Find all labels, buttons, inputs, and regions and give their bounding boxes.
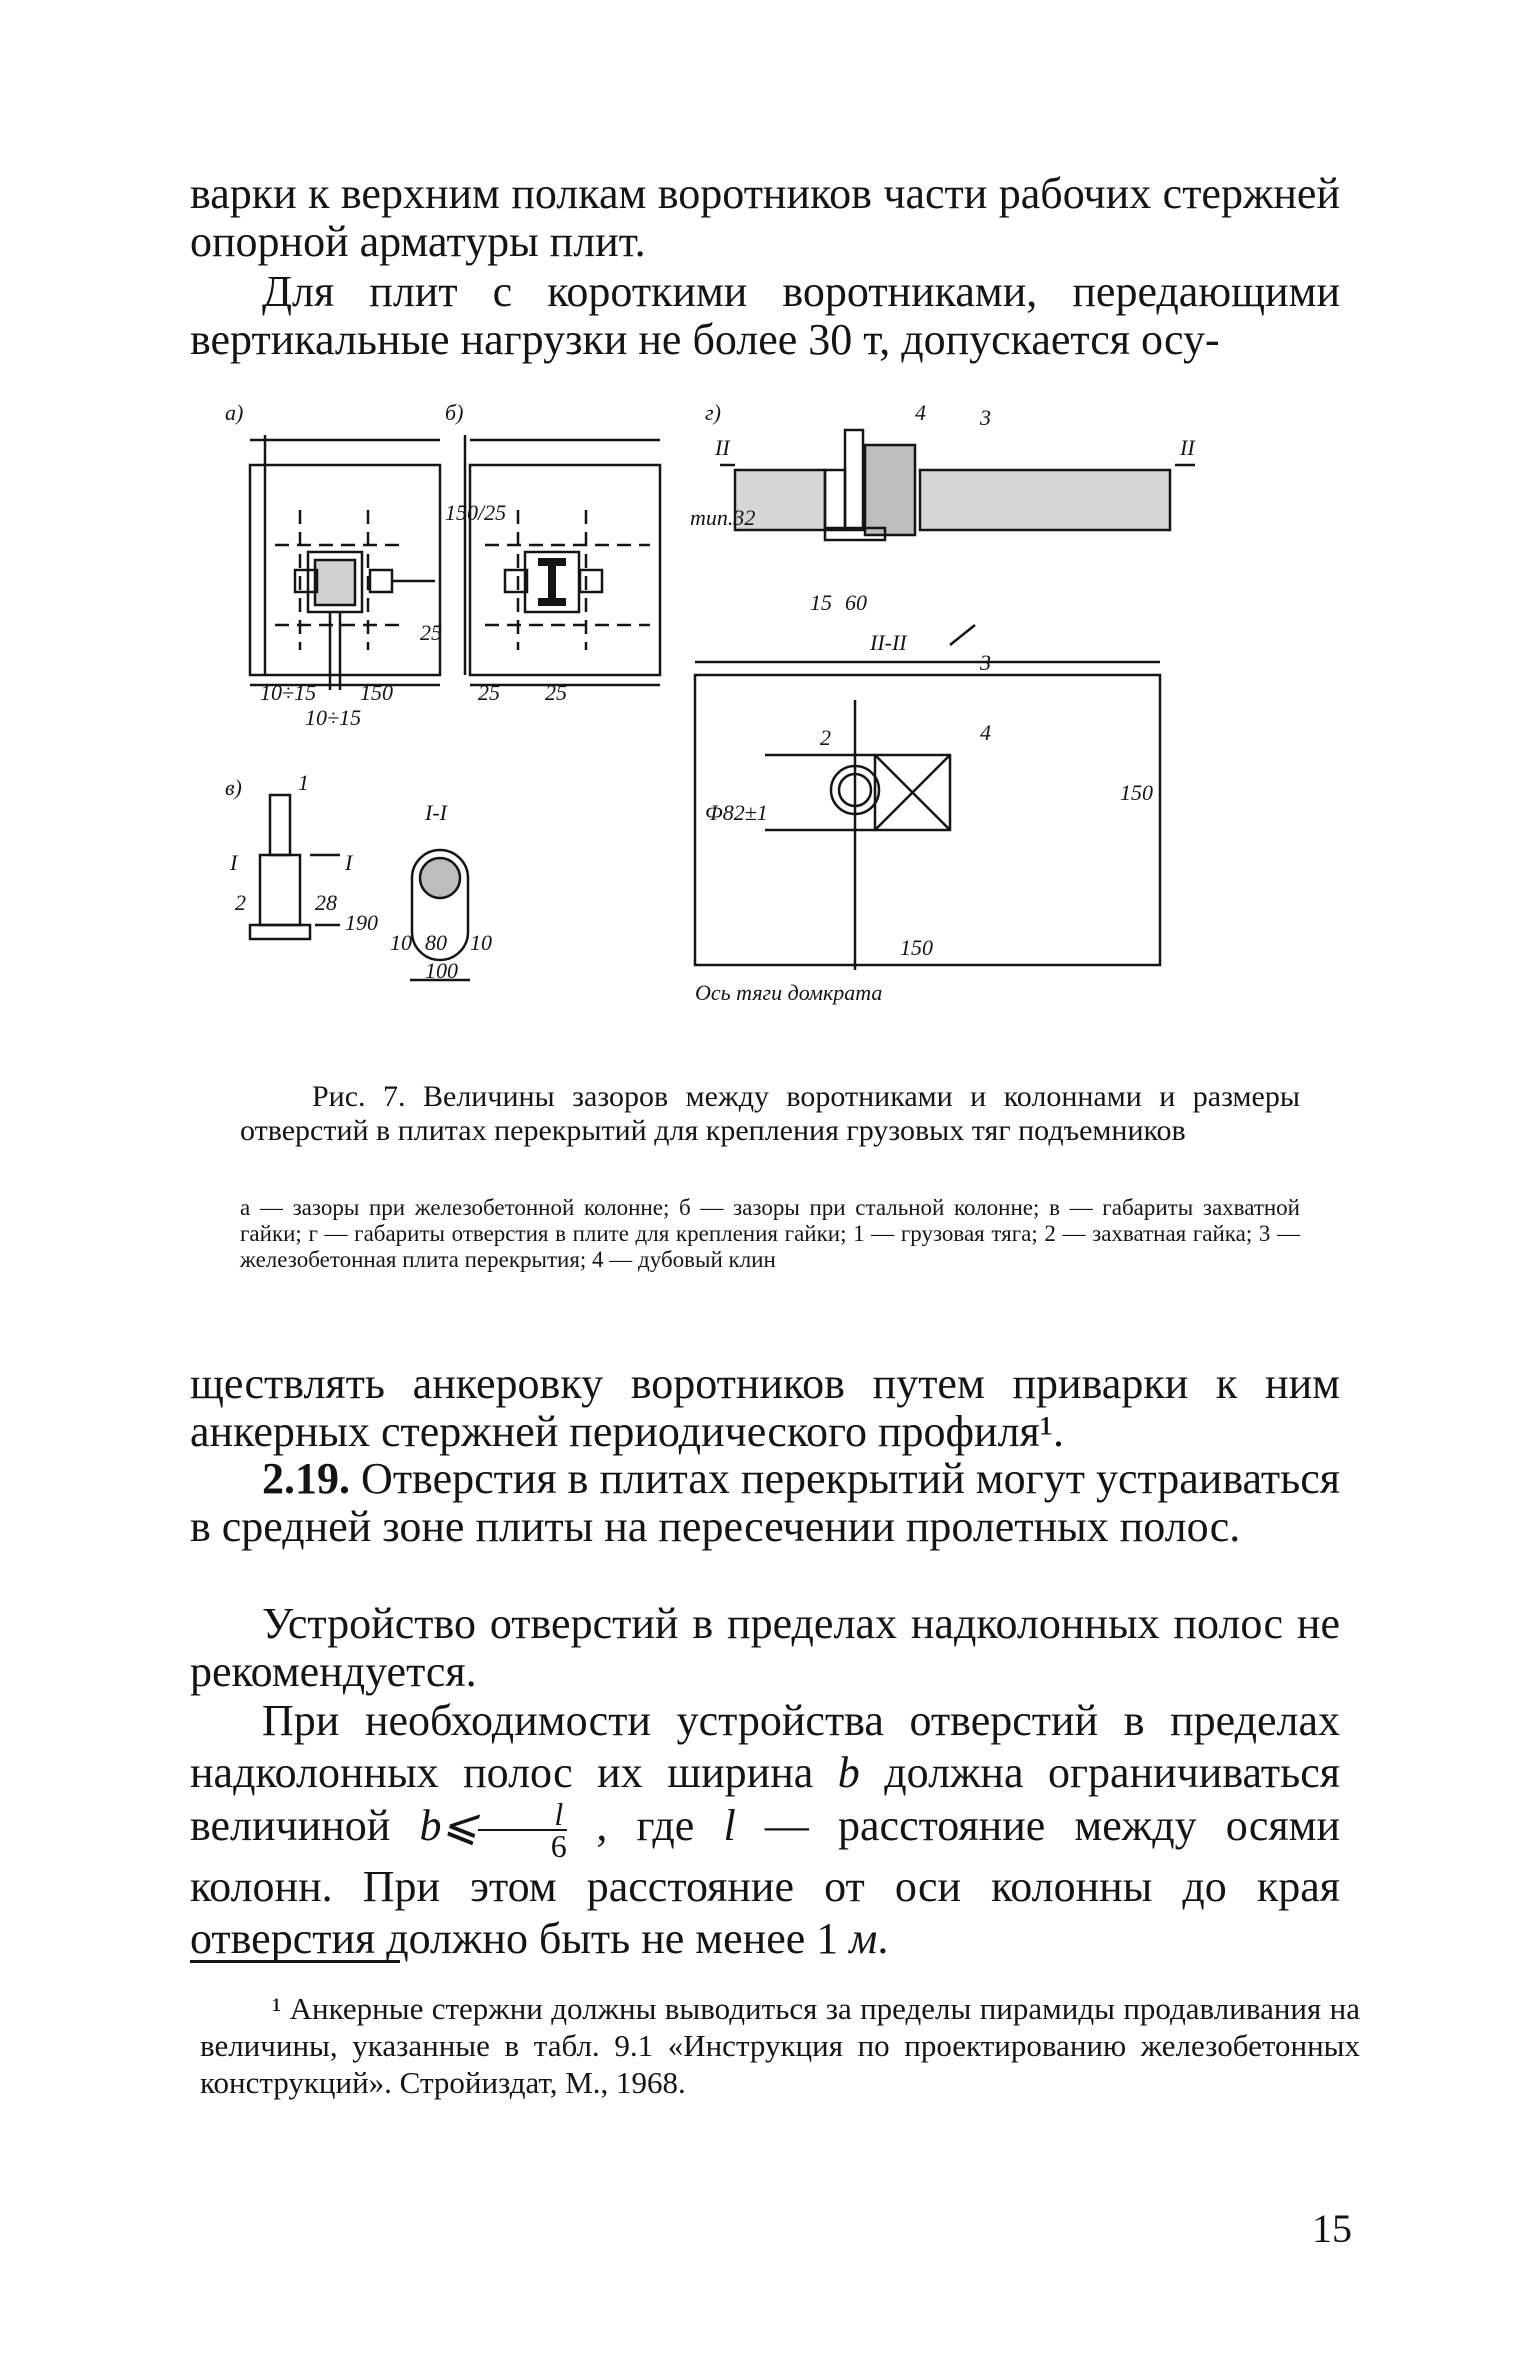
dim-25-b1: 25 [478,680,500,705]
formula-lhs: b⩽ [419,1801,479,1851]
page-number: 15 [1312,2206,1352,2251]
p6-unit-m: м [849,1914,878,1963]
label-v: в) [225,775,242,800]
label-g: г) [705,400,721,425]
figure-legend: а — зазоры при железобетонной колонне; б… [240,1195,1300,1272]
fraction-denominator: 6 [550,1828,567,1864]
num-2b: 2 [820,725,831,750]
dim-100: 100 [425,958,458,983]
dim-10-15-left: 10÷15 [260,680,316,705]
p6-part-e: — расстояние между осями колонн. При это… [190,1801,1340,1963]
footnote-divider [190,1960,400,1963]
paragraph-1: варки к верхним полкам воротников части … [190,169,1340,266]
p6-var-b: b [837,1748,860,1797]
p6-part-a: При необходимости устройства отверстий в… [190,1696,1340,1797]
dim-phi82: Ф82±1 [705,800,768,825]
dim-15: 15 [810,590,832,615]
figure-7: а) б) г) в) 10÷15 10÷15 150 150/25 25 25… [220,400,1280,1040]
sec-II-right: II [1179,435,1196,460]
paragraph-2: Для плит с короткими воротниками, переда… [190,267,1340,364]
fraction-numerator: l [478,1798,568,1831]
sec-I-right: I [344,850,354,875]
figure-caption: Рис. 7. Величины зазоров между воротника… [240,1080,1300,1147]
dim-150-bottom: 150 [900,935,933,960]
sec-II-II: II-II [869,630,908,655]
dim-60: 60 [845,590,867,615]
sec-I-left: I [229,850,239,875]
paragraph-4: 2.19. Отверстия в плитах перекрытий могу… [190,1455,1340,1551]
footnote: ¹ Анкерные стержни должны выводиться за … [200,1991,1360,2100]
dim-150-25: 150/25 [445,500,506,525]
p6-part-c: должна ограничиваться величиной [190,1748,1340,1851]
num-1: 1 [298,770,309,795]
dim-28: 28 [315,890,337,915]
p6-part-d: , где [567,1801,724,1851]
paragraph-3: ществлять анкеровку воротников путем при… [190,1359,1340,1456]
axis-label: Ось тяги домкрата [695,980,882,1005]
figure-drawing: а) б) г) в) 10÷15 10÷15 150 150/25 25 25… [225,400,1196,1005]
paragraph-4-text: Отверстия в плитах перекрытий могут устр… [190,1454,1340,1551]
num-3: 3 [979,405,991,430]
num-2: 2 [235,890,246,915]
num-4b: 4 [980,720,991,745]
dim-190: 190 [345,910,378,935]
label-a: а) [225,400,243,425]
paragraph-5: Устройство отверстий в пределах надколон… [190,1599,1340,1696]
dim-10b: 10 [470,930,492,955]
num-3b: 3 [979,650,991,675]
dim-25-b2: 25 [545,680,567,705]
sec-II-left: II [714,435,731,460]
num-4: 4 [915,400,926,425]
p6-var-l: l [723,1801,736,1851]
paragraph-6: При необходимости устройства отверстий в… [190,1695,1340,1965]
dim-10-15-bottom: 10÷15 [305,705,361,730]
sec-I-I: I-I [424,800,449,825]
p6-part-f: . [877,1914,889,1963]
dim-10a: 10 [390,930,412,955]
dim-150-r: 150 [1120,780,1153,805]
dim-150-a: 150 [360,680,393,705]
dim-tip32: тип.32 [690,505,755,530]
section-number: 2.19. [262,1454,350,1503]
label-b: б) [445,400,463,425]
dim-80: 80 [425,930,447,955]
dim-25-a: 25 [420,620,442,645]
